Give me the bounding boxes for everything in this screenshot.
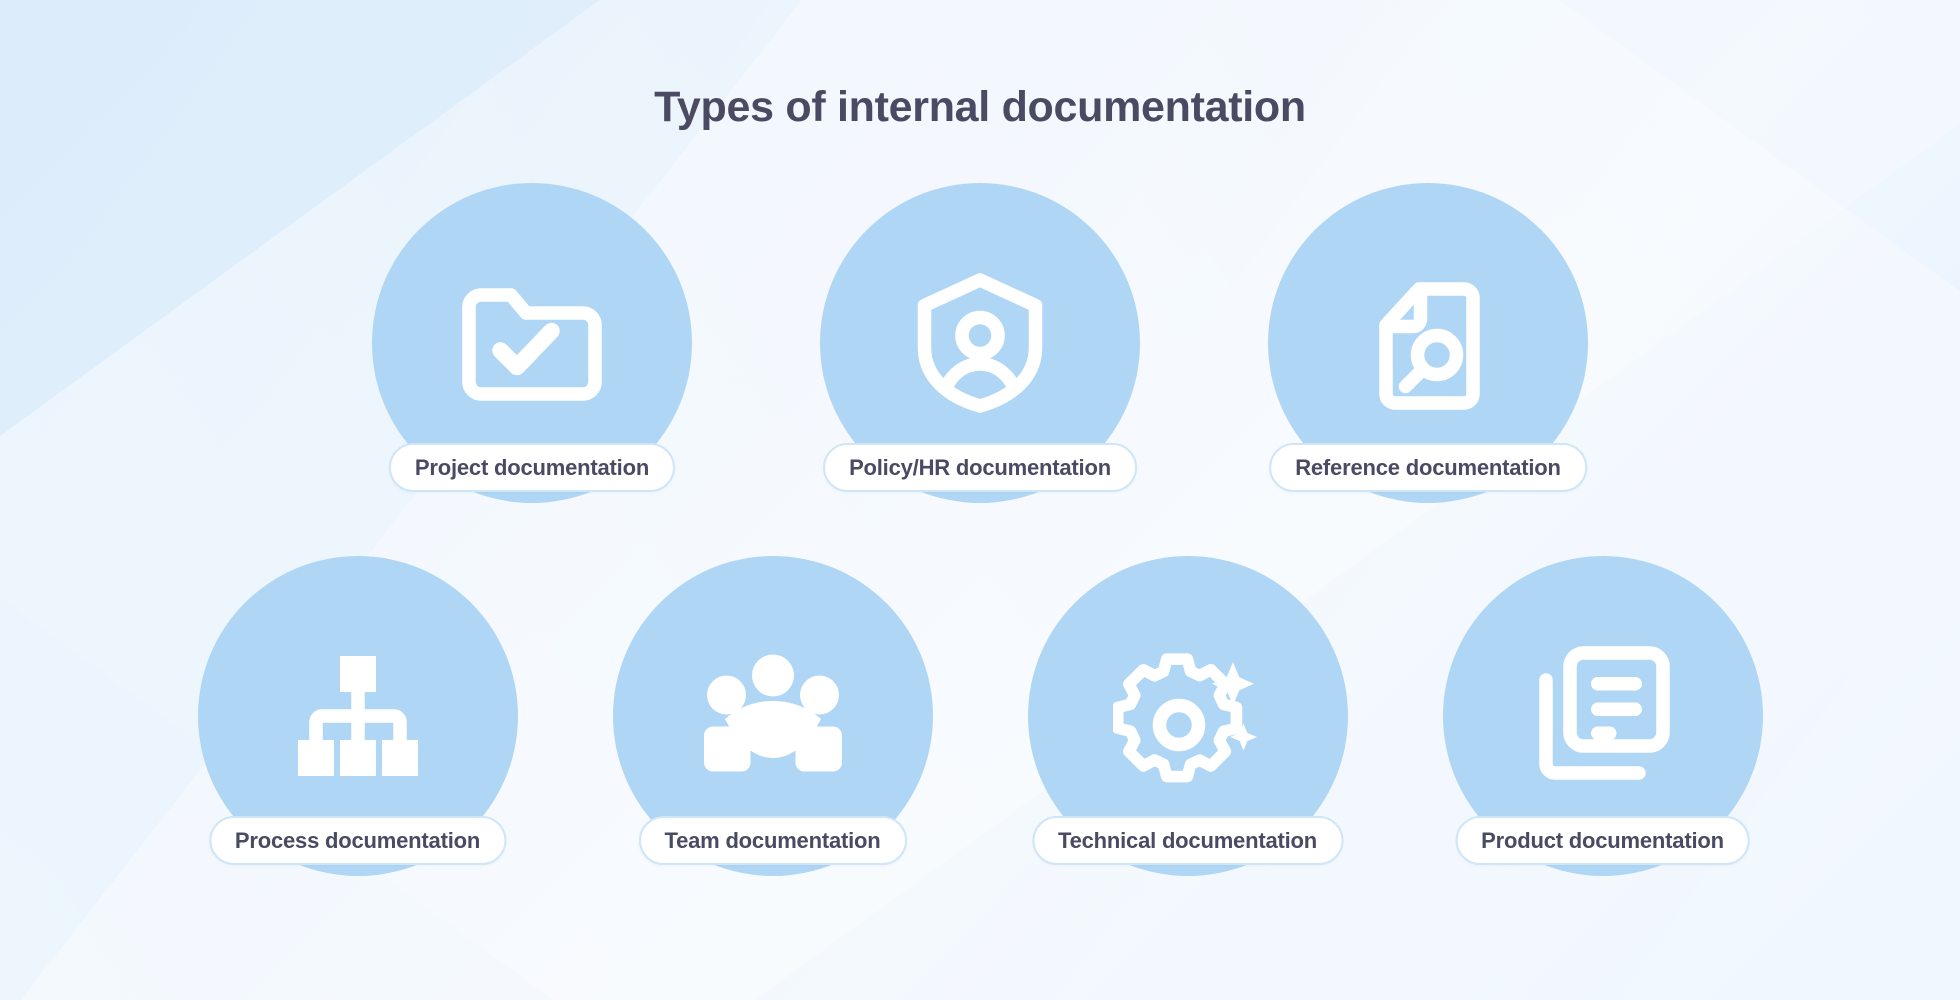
page-title: Types of internal documentation bbox=[654, 83, 1306, 131]
people-group-icon bbox=[698, 641, 848, 791]
card-product-documentation[interactable]: Product documentation bbox=[1442, 556, 1763, 876]
hierarchy-icon bbox=[283, 641, 433, 791]
card-process-documentation[interactable]: Process documentation bbox=[197, 556, 518, 876]
gear-sparkle-icon bbox=[1112, 641, 1263, 791]
card-row-2: Process documentation T bbox=[0, 556, 1960, 876]
card-label-pill[interactable]: Team documentation bbox=[638, 816, 907, 865]
shield-person-icon bbox=[905, 268, 1055, 418]
card-label: Team documentation bbox=[664, 827, 881, 853]
card-label: Project documentation bbox=[414, 454, 650, 480]
card-label-pill[interactable]: Policy/HR documentation bbox=[823, 443, 1137, 492]
card-label-pill[interactable]: Reference documentation bbox=[1269, 443, 1587, 492]
card-reference-documentation[interactable]: Reference documentation bbox=[1268, 183, 1588, 503]
card-project-documentation[interactable]: Project documentation bbox=[372, 183, 692, 503]
card-technical-documentation[interactable]: Technical documentation bbox=[1027, 556, 1348, 876]
card-label: Technical documentation bbox=[1057, 827, 1318, 853]
card-policy-hr-documentation[interactable]: Policy/HR documentation bbox=[820, 183, 1140, 503]
card-label: Process documentation bbox=[234, 827, 481, 853]
card-label-pill[interactable]: Process documentation bbox=[208, 816, 507, 865]
stacked-documents-icon bbox=[1528, 641, 1678, 791]
folder-check-icon bbox=[457, 268, 607, 418]
card-label: Policy/HR documentation bbox=[849, 454, 1111, 480]
card-label: Reference documentation bbox=[1295, 454, 1561, 480]
card-label-pill[interactable]: Product documentation bbox=[1455, 816, 1750, 865]
card-row-1: Project documentation Policy/HR document… bbox=[0, 183, 1960, 503]
card-team-documentation[interactable]: Team documentation bbox=[612, 556, 933, 876]
card-label-pill[interactable]: Project documentation bbox=[388, 443, 676, 492]
card-label: Product documentation bbox=[1481, 827, 1724, 853]
document-search-icon bbox=[1353, 268, 1503, 418]
card-label-pill[interactable]: Technical documentation bbox=[1031, 816, 1344, 865]
